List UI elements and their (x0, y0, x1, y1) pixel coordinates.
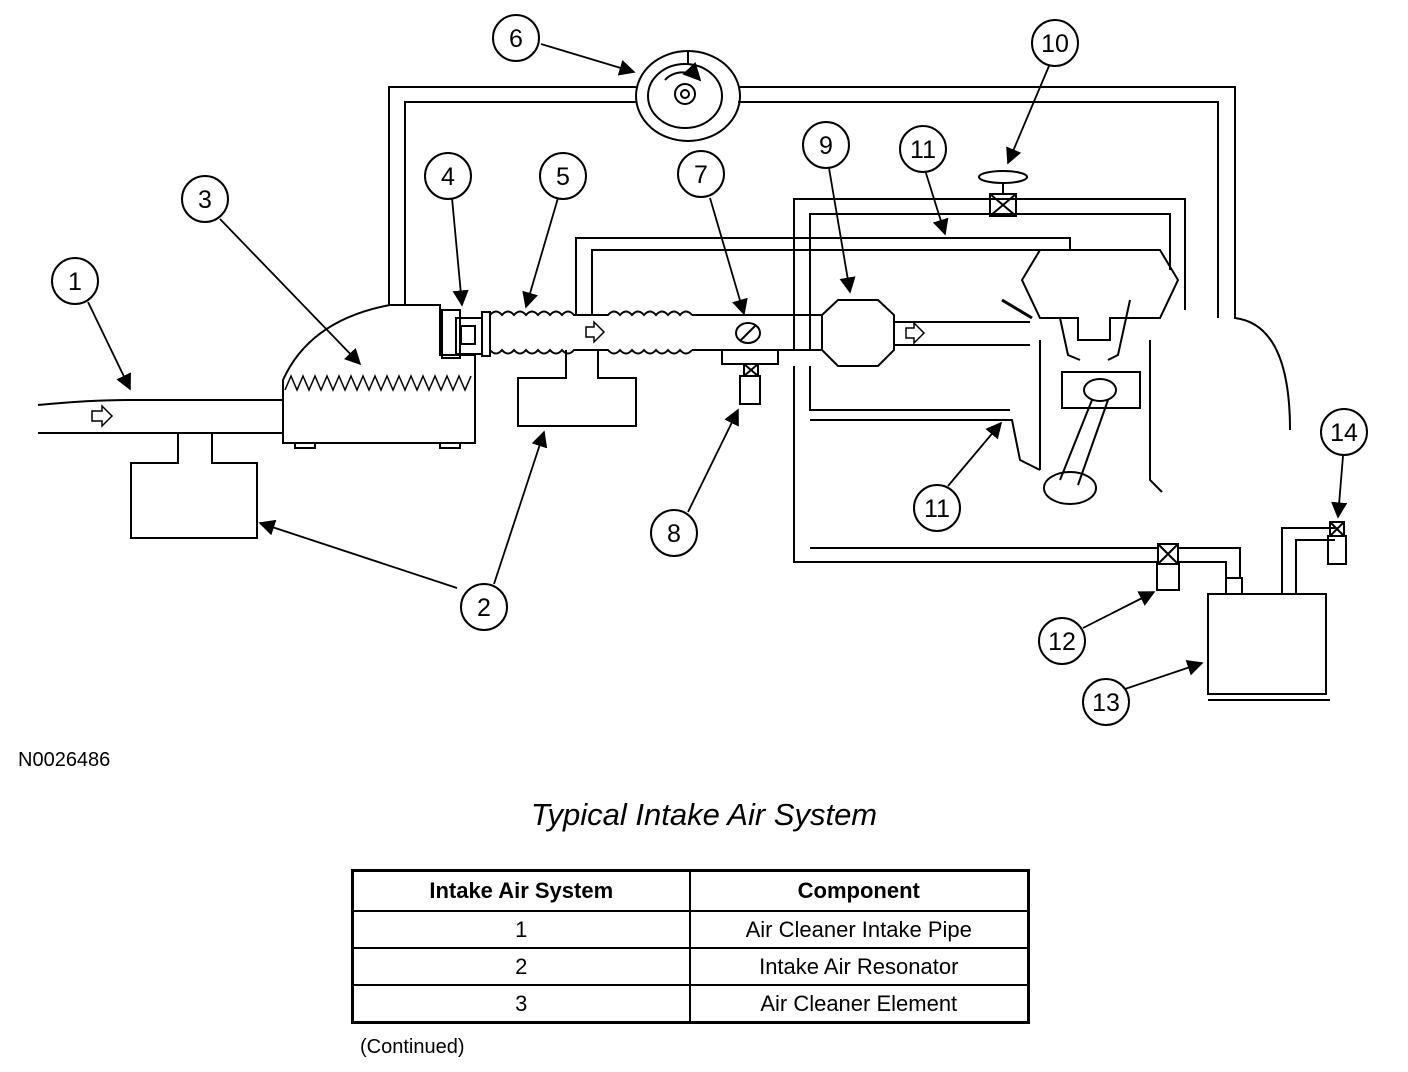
callout-circle (492, 14, 540, 62)
vacuum-lines (388, 86, 1335, 594)
intake-air-resonator-left (130, 433, 258, 539)
table-header-row: Intake Air System Component (351, 869, 1030, 912)
air-cleaner-housing (282, 304, 476, 449)
callout-circle (899, 125, 947, 173)
callout-number: 2 (477, 594, 491, 622)
air-cleaner-intake-pipe (37, 399, 283, 435)
callout-circle (802, 121, 850, 169)
callout-circle (913, 484, 961, 532)
callout-circle (1038, 617, 1086, 665)
mass-air-flow-sensor (441, 309, 491, 359)
callout-circle (1082, 678, 1130, 726)
callout-circle (1320, 408, 1368, 456)
figure-id: N0026486 (18, 749, 111, 771)
callout-number: 13 (1092, 689, 1120, 717)
callout-circle (1031, 19, 1079, 67)
callout-number: 6 (509, 25, 523, 53)
table-header-intake-air-system: Intake Air System (351, 869, 691, 912)
continued-note: (Continued) (360, 1036, 465, 1058)
callout-number: 5 (556, 163, 570, 191)
callout-number: 12 (1048, 628, 1076, 656)
callout-circle (424, 152, 472, 200)
row-component: Air Cleaner Element (688, 984, 1030, 1024)
callout-number: 14 (1330, 419, 1358, 447)
row-component: Intake Air Resonator (688, 947, 1030, 986)
callout-circle (51, 257, 99, 305)
callout-number: 9 (819, 132, 833, 160)
outlet-tube (489, 310, 693, 355)
callout-circle (460, 583, 508, 631)
callout-number: 11 (924, 495, 950, 523)
callout-number: 4 (441, 163, 455, 191)
callout-number: 3 (198, 186, 212, 214)
callout-circle (181, 175, 229, 223)
evap-components (1156, 521, 1347, 701)
table-row: 2 Intake Air Resonator (351, 947, 1030, 986)
row-number: 3 (351, 984, 691, 1024)
callout-number: 8 (667, 520, 681, 548)
callout-number: 1 (68, 268, 82, 296)
throttle-body (692, 314, 822, 405)
callout-circle (650, 509, 698, 557)
table-header-component: Component (688, 869, 1030, 912)
intake-air-resonator-right (517, 350, 637, 427)
callout-number: 11 (910, 136, 936, 164)
callout-number: 10 (1041, 30, 1069, 58)
brake-booster (635, 50, 741, 142)
row-number: 1 (351, 910, 691, 949)
callout-circle (539, 152, 587, 200)
intake-manifold (821, 299, 1030, 367)
figure-caption: Typical Intake Air System (530, 797, 878, 832)
row-number: 2 (351, 947, 691, 986)
air-cleaner-element (284, 374, 472, 392)
callout-circle (677, 150, 725, 198)
callout-number: 7 (694, 161, 708, 189)
leader-lines (87, 43, 1348, 690)
component-legend-table: Intake Air System Component 1 Air Cleane… (351, 869, 1030, 1024)
engine-cylinder (1001, 249, 1180, 505)
table-row: 1 Air Cleaner Intake Pipe (351, 910, 1030, 949)
table-row: 3 Air Cleaner Element (351, 984, 1030, 1024)
vacuum-valve (978, 170, 1028, 217)
row-component: Air Cleaner Intake Pipe (688, 910, 1030, 949)
